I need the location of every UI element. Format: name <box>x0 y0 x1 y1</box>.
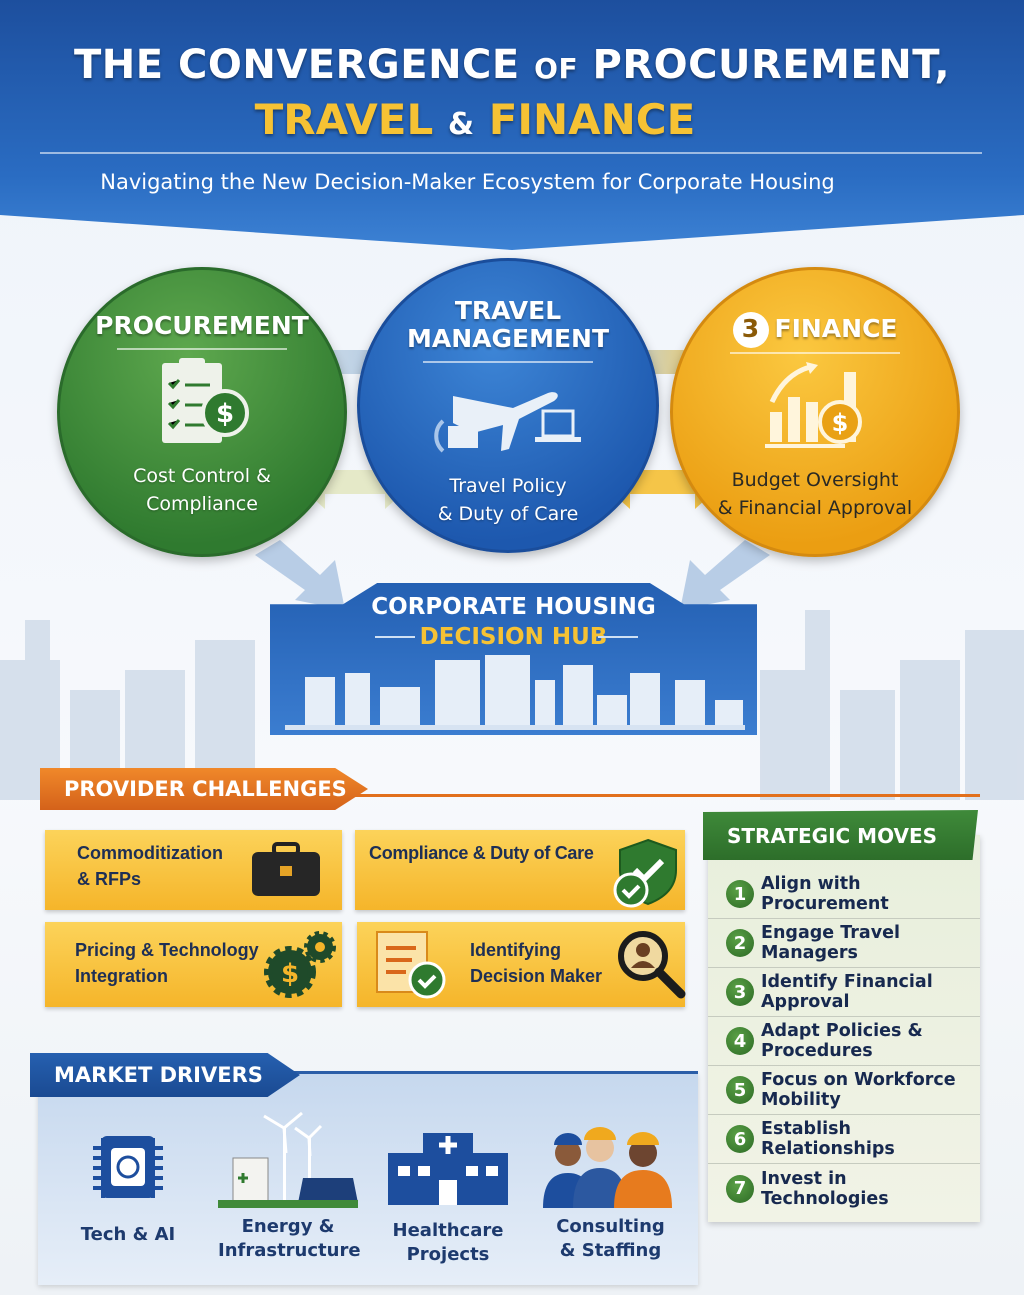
hub-divider-left <box>375 636 415 638</box>
challenge-text: Identifying <box>470 940 561 960</box>
chart-dollar-icon: $ <box>765 362 862 448</box>
driver-label: Healthcare <box>392 1220 504 1241</box>
procurement-title: PROCUREMENT <box>95 311 309 340</box>
procurement-desc-1: Cost Control & <box>133 465 271 487</box>
driver-label: Energy & <box>241 1216 335 1237</box>
move-label: Adapt Policies & Procedures <box>761 1021 923 1061</box>
hub-title-1: CORPORATE HOUSING <box>371 594 656 620</box>
strategic-moves-banner: STRATEGIC MOVES <box>703 810 978 860</box>
svg-text:$: $ <box>281 959 299 989</box>
title-line-2: TRAVEL & FINANCE <box>254 95 696 144</box>
wind-solar-icon <box>218 1111 358 1208</box>
driver-label: Projects <box>406 1244 490 1265</box>
move-label: Align with Procurement <box>761 874 889 914</box>
move-number: 4 <box>726 1027 754 1055</box>
travel-management-circle: TRAVEL MANAGEMENT Travel Policy & Duty of… <box>357 258 659 553</box>
svg-text:$: $ <box>216 399 234 429</box>
move-number: 2 <box>726 929 754 957</box>
driver-tech-ai: Tech & AI <box>68 1128 188 1247</box>
market-drivers-banner: MARKET DRIVERS <box>30 1053 300 1097</box>
title-line-1: THE CONVERGENCE OF PROCUREMENT, <box>73 42 951 88</box>
finance-desc-2: & Financial Approval <box>717 497 913 519</box>
magnifier-person-icon <box>618 931 686 999</box>
travel-title-1: TRAVEL <box>454 296 562 325</box>
driver-label: Infrastructure <box>218 1240 361 1261</box>
driver-label: & Staffing <box>559 1240 662 1261</box>
challenge-text: & RFPs <box>77 869 142 889</box>
move-number: 5 <box>726 1076 754 1104</box>
challenges-banner: PROVIDER CHALLENGES <box>40 768 368 810</box>
dollar-gears-icon: $ <box>264 931 336 998</box>
move-number: 7 <box>726 1174 754 1203</box>
procurement-circle: PROCUREMENT $ Cost Control & Compliance <box>57 267 347 557</box>
hospital-icon <box>388 1133 508 1205</box>
shield-check-icon <box>613 838 677 908</box>
arrow-to-hub-left <box>255 540 345 610</box>
drivers-rule <box>30 1071 698 1074</box>
hub-title-2: DECISION HUB <box>419 624 608 650</box>
travel-title-2: MANAGEMENT <box>406 324 610 353</box>
procurement-desc-2: Compliance <box>146 493 258 515</box>
header-banner <box>0 0 1024 250</box>
hub-buildings-icon <box>285 655 745 730</box>
hub-divider-right <box>598 636 638 638</box>
move-label: Engage Travel Managers <box>761 923 900 963</box>
driver-label: Tech & AI <box>80 1224 176 1245</box>
briefcase-icon <box>252 842 320 896</box>
challenge-card-compliance: Compliance & Duty of Care <box>355 830 685 910</box>
market-drivers-panel: Tech & AI Energy & Infrastructure Healthc… <box>38 1073 698 1285</box>
header-divider <box>40 152 982 154</box>
move-label: Invest in Technologies <box>761 1168 889 1209</box>
workers-icon <box>543 1127 672 1208</box>
challenge-text: Commoditization <box>77 843 223 863</box>
challenge-text: Compliance & Duty of Care <box>369 843 594 863</box>
finance-desc-1: Budget Oversight <box>731 469 899 491</box>
finance-badge: 3 <box>732 312 769 348</box>
driver-consulting: Consulting & Staffing <box>538 1123 683 1263</box>
finance-title: FINANCE <box>774 314 898 343</box>
airplane-laptop-icon <box>434 392 581 453</box>
move-number: 3 <box>726 978 754 1006</box>
travel-desc-2: & Duty of Care <box>437 503 579 525</box>
subtitle: Navigating the New Decision-Maker Ecosys… <box>100 170 835 194</box>
move-number: 1 <box>726 880 754 908</box>
clipboard-dollar-icon: $ <box>162 358 249 443</box>
move-label: Focus on Workforce Mobility <box>761 1070 956 1110</box>
driver-energy: Energy & Infrastructure <box>218 1108 361 1263</box>
arrow-travel-finance-bottom <box>600 455 725 509</box>
challenge-text: Decision Maker <box>470 966 603 986</box>
travel-desc-1: Travel Policy <box>449 475 567 497</box>
challenge-card-commoditization: Commoditization & RFPs <box>45 830 342 910</box>
svg-text:$: $ <box>832 409 849 437</box>
move-number: 6 <box>726 1125 754 1153</box>
challenges-rule <box>40 794 980 797</box>
challenge-text: Pricing & Technology <box>75 940 259 960</box>
challenge-text: Integration <box>75 966 168 986</box>
driver-label: Consulting <box>556 1216 665 1237</box>
move-label: Identify Financial Approval <box>761 972 933 1012</box>
chip-icon <box>93 1136 163 1198</box>
document-check-icon <box>376 931 446 999</box>
move-label: Establish Relationships <box>761 1119 895 1159</box>
arrow-to-hub-right <box>680 540 770 610</box>
